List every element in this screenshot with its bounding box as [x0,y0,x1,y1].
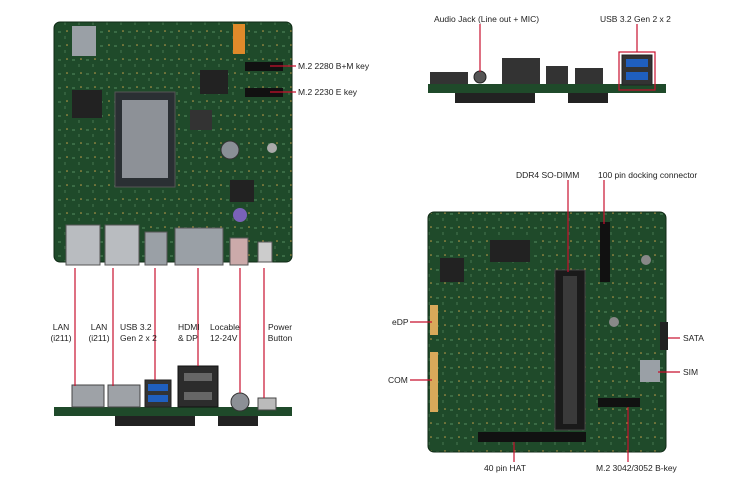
label-power-line1: Power [267,322,293,332]
label-usb32-left: USB 3.2 Gen 2 x 2 [120,322,157,344]
board-top-view [53,21,293,266]
dc-jack-top [229,237,249,266]
label-m2-3042: M.2 3042/3052 B-key [596,463,677,473]
lan1-port-top [65,224,101,266]
com-connector [430,352,438,412]
label-com: COM [388,375,408,385]
label-lan2-line1: LAN [90,322,108,332]
label-audio-jack: Audio Jack (Line out + MIC) [434,14,540,24]
board-bottom-view [427,211,668,453]
label-sata: SATA [683,333,704,343]
label-usb32-top: USB 3.2 Gen 2 x 2 [600,14,671,24]
docking-connector [600,222,610,282]
label-usb32-line2: Gen 2 x 2 [120,333,157,343]
m2-2280-slot [245,62,283,71]
board-side-view-rear [428,51,666,103]
hat40-header [478,432,586,442]
sim-slot [640,360,660,382]
label-hat40: 40 pin HAT [484,463,526,473]
label-hdmi-line1: HDMI [178,322,200,332]
m2-2230-slot [245,88,283,97]
board-side-view-front [54,365,292,426]
label-power-button: Power Button [262,322,298,344]
label-locable: Locable 12-24V [210,322,240,344]
label-m2-2230: M.2 2230 E key [298,87,358,97]
label-ddr4: DDR4 SO-DIMM [516,170,580,180]
label-docking: 100 pin docking connector [598,170,698,180]
leader-lines [74,24,680,462]
power-button-side [257,397,277,411]
lan2-port-side [107,384,141,408]
audio-jack-side [473,70,487,84]
label-m2-2280: M.2 2280 B+M key [298,61,370,71]
label-power-line2: Button [267,333,293,343]
label-lan2: LAN (i211) [84,322,114,344]
label-sim: SIM [683,367,699,377]
hdmi-port-top [174,227,224,266]
lan1-port-side [71,384,105,408]
label-locable-line2: 12-24V [210,333,238,343]
dc-jack-side [230,392,250,412]
label-usb32-line1: USB 3.2 [120,322,152,332]
lan2-port-top [104,224,140,266]
m2-3042-slot [598,398,640,407]
label-lan1: LAN (i211) [46,322,76,344]
label-hdmi-line2: & DP [178,333,198,343]
usb-port-top [144,231,168,266]
label-lan2-line2: (i211) [88,333,110,343]
power-button-top [257,241,273,263]
label-locable-line1: Locable [210,322,240,332]
sata-connector [660,322,668,350]
cpu-die [122,100,168,178]
label-edp: eDP [392,317,409,327]
label-lan1-line2: (i211) [50,333,72,343]
label-lan1-line1: LAN [52,322,70,332]
label-hdmi-dp: HDMI & DP [178,322,200,344]
hdmi-dp-port-side [177,365,219,408]
edp-connector [430,305,438,335]
